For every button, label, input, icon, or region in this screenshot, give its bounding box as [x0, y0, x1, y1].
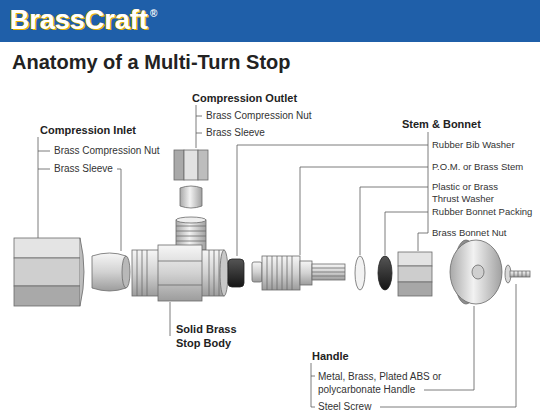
leader-lines: [38, 105, 516, 407]
part-name: P.O.M. or Brass Stem: [432, 161, 523, 173]
handle: [450, 240, 502, 304]
page-title: Anatomy of a Multi-Turn Stop: [12, 50, 291, 74]
thrust-washer-leader: [360, 187, 428, 255]
bonnet-nut: [398, 252, 432, 296]
spout-top: [176, 217, 206, 223]
nut-face: [14, 258, 80, 286]
part-name: Brass Bonnet Nut: [432, 227, 506, 239]
stem-spline: [312, 264, 345, 280]
nut-chamfer: [80, 238, 84, 306]
registered-mark: ®: [150, 8, 157, 20]
sleeve-body: [92, 253, 126, 291]
stem-button: [252, 262, 262, 282]
thrust-washer: [355, 256, 365, 290]
nut-face: [398, 282, 432, 296]
group-heading: Handle: [312, 350, 349, 363]
stop-body: [132, 217, 228, 301]
nut-face: [14, 286, 80, 306]
part-name: Rubber Bonnet Packing: [432, 206, 532, 218]
handle-hub: [472, 265, 484, 279]
inlet-nut: [14, 238, 84, 306]
bonnet-packing: [378, 256, 392, 290]
bib-washer-leader: [237, 145, 428, 256]
steel-screw: [505, 265, 530, 283]
washer-body: [355, 256, 365, 290]
part-name: Brass Sleeve: [54, 163, 113, 175]
nut-face: [174, 150, 184, 180]
group-heading: Compression Outlet: [192, 92, 297, 105]
stem-bracket: [428, 132, 429, 233]
part-name: Steel Screw: [318, 401, 371, 413]
part-name: Brass Compression Nut: [54, 145, 160, 157]
nut-face: [14, 238, 80, 258]
outlet-bracket: [196, 105, 202, 148]
group-heading: Solid Brass Stop Body: [176, 322, 252, 350]
nut-face: [398, 266, 432, 282]
body-leader: [170, 302, 171, 336]
part-name: Metal, Brass, Plated ABS or polycarbonat…: [318, 370, 458, 396]
nut-face: [398, 252, 432, 266]
part-name: Rubber Bib Washer: [432, 139, 515, 151]
nut-face: [198, 150, 208, 180]
group-heading: Stem & Bonnet: [402, 118, 481, 131]
outlet-nut: [174, 150, 208, 180]
spout-thread: [176, 226, 206, 241]
spline-lines: [312, 268, 345, 276]
brand-logo: BrassCraft: [10, 4, 148, 36]
stem-leader: [300, 167, 428, 255]
part-name: Brass Compression Nut: [206, 110, 312, 122]
nut-face: [184, 150, 198, 180]
handle-bracket: [311, 363, 315, 407]
packing-body: [378, 256, 392, 290]
packing-leader: [385, 212, 428, 255]
bonnet-nut-leader: [418, 233, 428, 251]
bib-washer: [228, 259, 244, 287]
sleeve-end: [122, 256, 130, 288]
screw-thread: [514, 271, 526, 277]
body-hex: [158, 245, 202, 301]
washer-body: [228, 259, 244, 287]
part-name: Brass Sleeve: [206, 127, 265, 139]
body-end: [220, 250, 228, 296]
inlet-bracket: [38, 137, 50, 238]
stem-shoulder: [300, 261, 312, 285]
handle-face: [450, 240, 502, 304]
hex-edge: [158, 261, 202, 285]
part-name: Plastic or Brass Thrust Washer: [432, 181, 518, 205]
stem-thread-body: [262, 256, 300, 290]
stem-thread: [267, 256, 292, 290]
stem: [252, 256, 345, 290]
screw-shank: [510, 271, 530, 277]
inlet-sleeve: [92, 253, 130, 291]
outlet-sleeve: [180, 186, 202, 208]
group-heading: Compression Inlet: [40, 124, 136, 137]
inlet-sleeve-leader: [117, 169, 121, 251]
sleeve-body: [180, 186, 202, 208]
